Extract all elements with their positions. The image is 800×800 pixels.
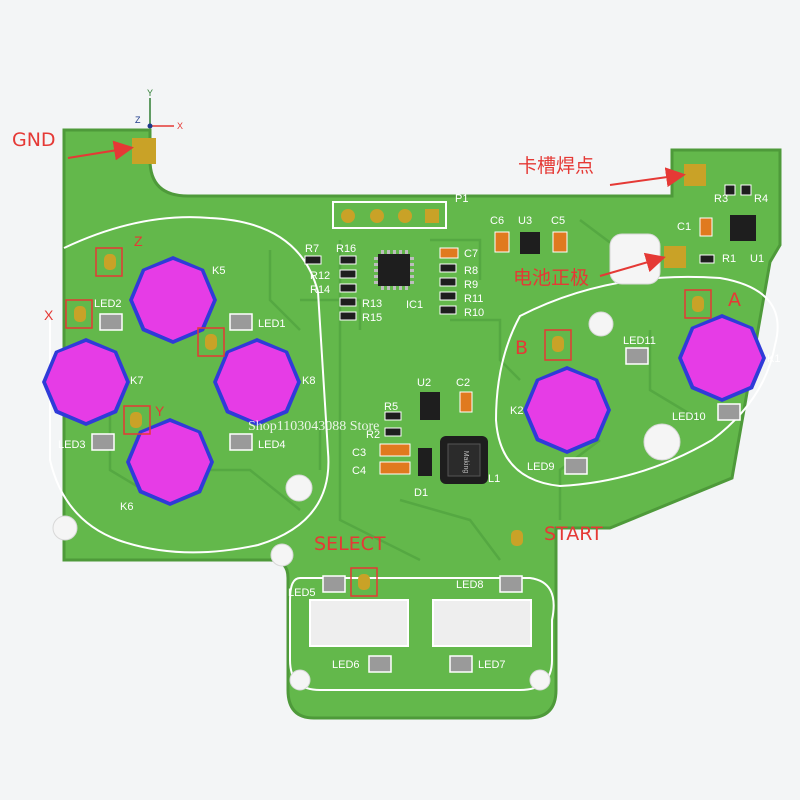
label-led9: LED9	[527, 461, 555, 473]
button-k8	[213, 338, 301, 426]
label-r7: R7	[305, 243, 319, 255]
silkscreen-outlines	[49, 201, 779, 691]
label-u3: U3	[518, 215, 532, 227]
annotation-x-mark: X	[44, 307, 54, 323]
ic1-chip	[374, 250, 414, 290]
label-c4: C4	[352, 465, 366, 477]
label-k5: K5	[212, 265, 225, 277]
label-r9: R9	[464, 279, 478, 291]
axis-y: Y	[147, 88, 153, 98]
label-r5: R5	[384, 401, 398, 413]
switch-pads	[74, 254, 704, 590]
label-r15: R15	[362, 312, 382, 324]
annotation-z-mark: Z	[134, 233, 143, 249]
button-k5	[129, 256, 217, 344]
arrow-battery	[599, 252, 666, 277]
label-led3: LED3	[58, 439, 86, 451]
label-led8: LED8	[456, 579, 484, 591]
battery-pad	[664, 246, 686, 268]
label-r2: R2	[366, 429, 380, 441]
label-r1: R1	[722, 253, 736, 265]
cutout-right	[432, 599, 532, 647]
label-c6: C6	[490, 215, 504, 227]
label-k8: K8	[302, 375, 315, 387]
label-led5: LED5	[288, 587, 316, 599]
label-k1: K1	[767, 353, 780, 365]
inductor-marking: Making	[462, 451, 469, 474]
connector-p1	[341, 209, 439, 223]
label-k7: K7	[130, 375, 143, 387]
axis-z: Z	[135, 115, 141, 125]
annotation-battery: 电池正极	[513, 267, 589, 289]
label-led2: LED2	[94, 298, 122, 310]
axis-x: X	[177, 121, 183, 131]
label-led10: LED10	[672, 411, 706, 423]
annotation-boxes	[65, 247, 712, 597]
cutout-left	[309, 599, 409, 647]
resistor-array-left	[304, 255, 357, 321]
label-led4: LED4	[258, 439, 286, 451]
label-r14: R14	[310, 284, 330, 296]
label-c5: C5	[551, 215, 565, 227]
annotation-y-mark: Y	[155, 403, 165, 419]
label-r3: R3	[714, 193, 728, 205]
gnd-pad	[132, 138, 156, 164]
label-r4: R4	[754, 193, 768, 205]
label-ic1: IC1	[406, 299, 423, 311]
label-r10: R10	[464, 307, 484, 319]
label-k2: K2	[510, 405, 523, 417]
label-u2: U2	[417, 377, 431, 389]
label-c7: C7	[464, 248, 478, 260]
annotation-b: B	[515, 337, 528, 359]
button-k6	[126, 418, 214, 506]
boost-section	[379, 391, 488, 484]
button-k7	[42, 338, 130, 426]
label-led11: LED11	[623, 335, 656, 347]
led-packages	[91, 313, 741, 673]
annotation-a: A	[728, 289, 741, 311]
label-p1: P1	[455, 193, 468, 205]
label-led1: LED1	[258, 318, 286, 330]
charger-area	[699, 184, 756, 264]
annotation-select: SELECT	[314, 533, 386, 555]
label-r8: R8	[464, 265, 478, 277]
label-led6: LED6	[332, 659, 360, 671]
label-c2: C2	[456, 377, 470, 389]
capacitor-c7	[439, 247, 459, 259]
annotation-gnd: GND	[12, 129, 56, 151]
watermark: Shop1103043088 Store	[248, 419, 379, 434]
label-c3: C3	[352, 447, 366, 459]
label-k6: K6	[120, 501, 133, 513]
label-r13: R13	[362, 298, 382, 310]
label-d1: D1	[414, 487, 428, 499]
axis-indicator: Y X Z	[135, 88, 183, 131]
label-l1: L1	[488, 473, 500, 485]
annotation-start: START	[544, 523, 603, 545]
label-u1: U1	[750, 253, 764, 265]
label-led7: LED7	[478, 659, 506, 671]
button-k1	[678, 314, 766, 402]
arrow-gnd	[67, 140, 134, 161]
annotation-card-slot: 卡槽焊点	[518, 155, 594, 177]
button-k2	[523, 366, 611, 454]
label-r11: R11	[464, 293, 483, 305]
card-slot-pad	[684, 164, 706, 186]
label-r12: R12	[310, 270, 330, 282]
regulator-u3	[494, 231, 568, 254]
pcb-board	[62, 128, 782, 720]
label-r16: R16	[336, 243, 356, 255]
resistor-array-right	[439, 263, 457, 315]
arrow-card-slot	[609, 167, 686, 188]
label-c1: C1	[677, 221, 691, 233]
